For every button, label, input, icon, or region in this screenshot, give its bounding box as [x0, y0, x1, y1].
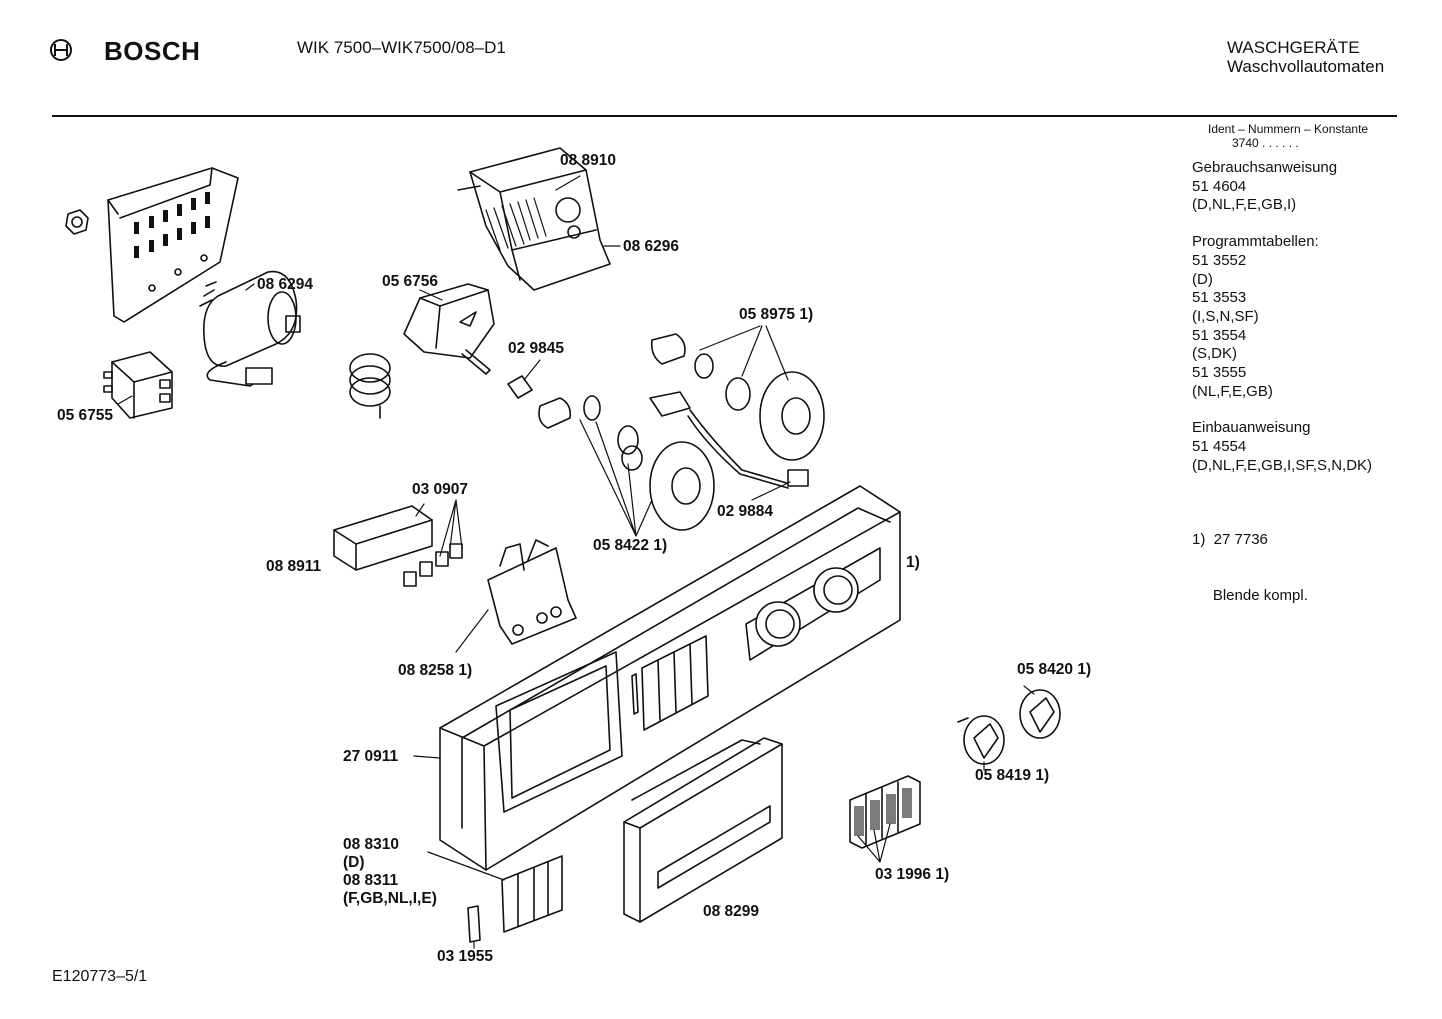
mounting-bracket-part [107, 167, 239, 323]
doc-line: Programmtabellen: [1192, 233, 1319, 251]
part-label-0584191: 05 8419 1) [975, 767, 1050, 784]
knob-disc-left-part [649, 441, 715, 531]
doc-line: 51 4604 [1192, 177, 1247, 195]
part-label-088911: 08 8911 [266, 558, 322, 575]
doc-line: 51 3552 [1192, 251, 1247, 269]
part-label-031955: 03 1955 [437, 948, 494, 965]
doc-block-programmtabellen: Programmtabellen: 51 3552 (D) 51 3553 (I… [1192, 233, 1372, 401]
relay-block-part [333, 505, 463, 587]
doc-line: (D,NL,F,E,GB,I) [1192, 196, 1297, 214]
header-divider [52, 115, 1397, 117]
doc-line: (I,S,N,SF) [1192, 307, 1259, 325]
doc-block-gebrauchsanweisung: Gebrauchsanweisung 51 4604 (D,NL,F,E,GB,… [1192, 159, 1372, 215]
part-label-0584221: 05 8422 1) [593, 537, 668, 554]
part-label-088299: 08 8299 [703, 903, 760, 920]
parts-info-sidebar: Ident – Nummern – Konstante 3740 . . . .… [1192, 122, 1372, 643]
part-label-088310-variant: (D) [343, 854, 365, 871]
drawing-code: E120773–5/1 [52, 968, 148, 985]
doc-line: Gebrauchsanweisung [1192, 159, 1338, 176]
label-strip-part [501, 855, 563, 933]
doc-line: (NL,F,E,GB) [1192, 382, 1273, 400]
control-fascia-panel-part [439, 485, 901, 871]
part-label-029884: 02 9884 [717, 503, 774, 520]
part-label-056755: 05 6755 [57, 407, 114, 424]
hex-nut-part [65, 209, 89, 235]
knob-disc-right-part [759, 371, 825, 461]
category-line-2: Waschvollautomaten [1227, 57, 1385, 76]
doc-line: (S,DK) [1192, 345, 1237, 363]
part-label-0882581: 08 8258 1) [398, 662, 473, 679]
light-guide-part [467, 905, 481, 943]
part-label-0589751: 05 8975 1) [739, 306, 814, 323]
interference-filter-part [103, 351, 173, 419]
indicator-lamp-part [507, 375, 643, 471]
rotary-knob-lower-part [957, 715, 1005, 765]
doc-line: 51 3555 [1192, 364, 1247, 382]
door-lock-part [349, 283, 495, 419]
doc-line: 51 3554 [1192, 326, 1247, 344]
switch-block-part [487, 539, 577, 645]
ident-value: 3740 . . . . . . [1232, 136, 1299, 150]
part-label-270911: 27 0911 [343, 748, 399, 765]
program-timer-part [457, 147, 611, 291]
part-label-0584201: 05 8420 1) [1017, 661, 1092, 678]
cable-harness-part [649, 391, 809, 489]
model-title: WIK 7500–WIK7500/08–D1 [297, 38, 506, 57]
part-label-088310: 08 8310 [343, 836, 400, 853]
doc-line: 51 4554 [1192, 438, 1247, 456]
lamp-holder-upper-part [650, 333, 751, 411]
part-label-056756: 05 6756 [382, 273, 439, 290]
part-label-088910: 08 8910 [560, 152, 617, 169]
doc-block-footnote: 1) 27 7736 Blende kompl. [1192, 494, 1372, 644]
doc-line: (D) [1192, 270, 1213, 288]
doc-line: Einbauanweisung [1192, 419, 1311, 437]
doc-line: 51 3553 [1192, 289, 1247, 307]
ident-title: Ident – Nummern – Konstante [1208, 122, 1369, 136]
capacitor-part [199, 270, 301, 387]
part-label-030907: 03 0907 [412, 481, 469, 498]
category-heading: WASCHGERÄTE Waschvollautomaten [1227, 38, 1384, 76]
part-label-029845: 02 9845 [508, 340, 565, 357]
doc-line: 1) 27 7736 [1192, 530, 1268, 548]
part-label-0319961: 03 1996 1) [875, 866, 950, 883]
doc-line: Blende kompl. [1192, 587, 1308, 605]
part-label-088311: 08 8311 [343, 872, 399, 889]
category-line-1: WASCHGERÄTE [1227, 38, 1360, 57]
doc-line: (D,NL,F,E,GB,I,SF,S,N,DK) [1192, 456, 1373, 474]
button-cover-part [623, 737, 783, 923]
part-label-fascia-footnote: 1) [906, 554, 920, 571]
rotary-knob-upper-part [1019, 689, 1061, 739]
part-label-086296: 08 6296 [623, 238, 680, 255]
part-label-086294: 08 6294 [257, 276, 314, 293]
brand-name: BOSCH [104, 36, 201, 66]
doc-block-einbauanweisung: Einbauanweisung 51 4554 (D,NL,F,E,GB,I,S… [1192, 419, 1372, 475]
push-buttons-part [849, 775, 921, 849]
leader-lines [117, 175, 1035, 949]
part-label-088311-variant: (F,GB,NL,I,E) [343, 890, 437, 907]
